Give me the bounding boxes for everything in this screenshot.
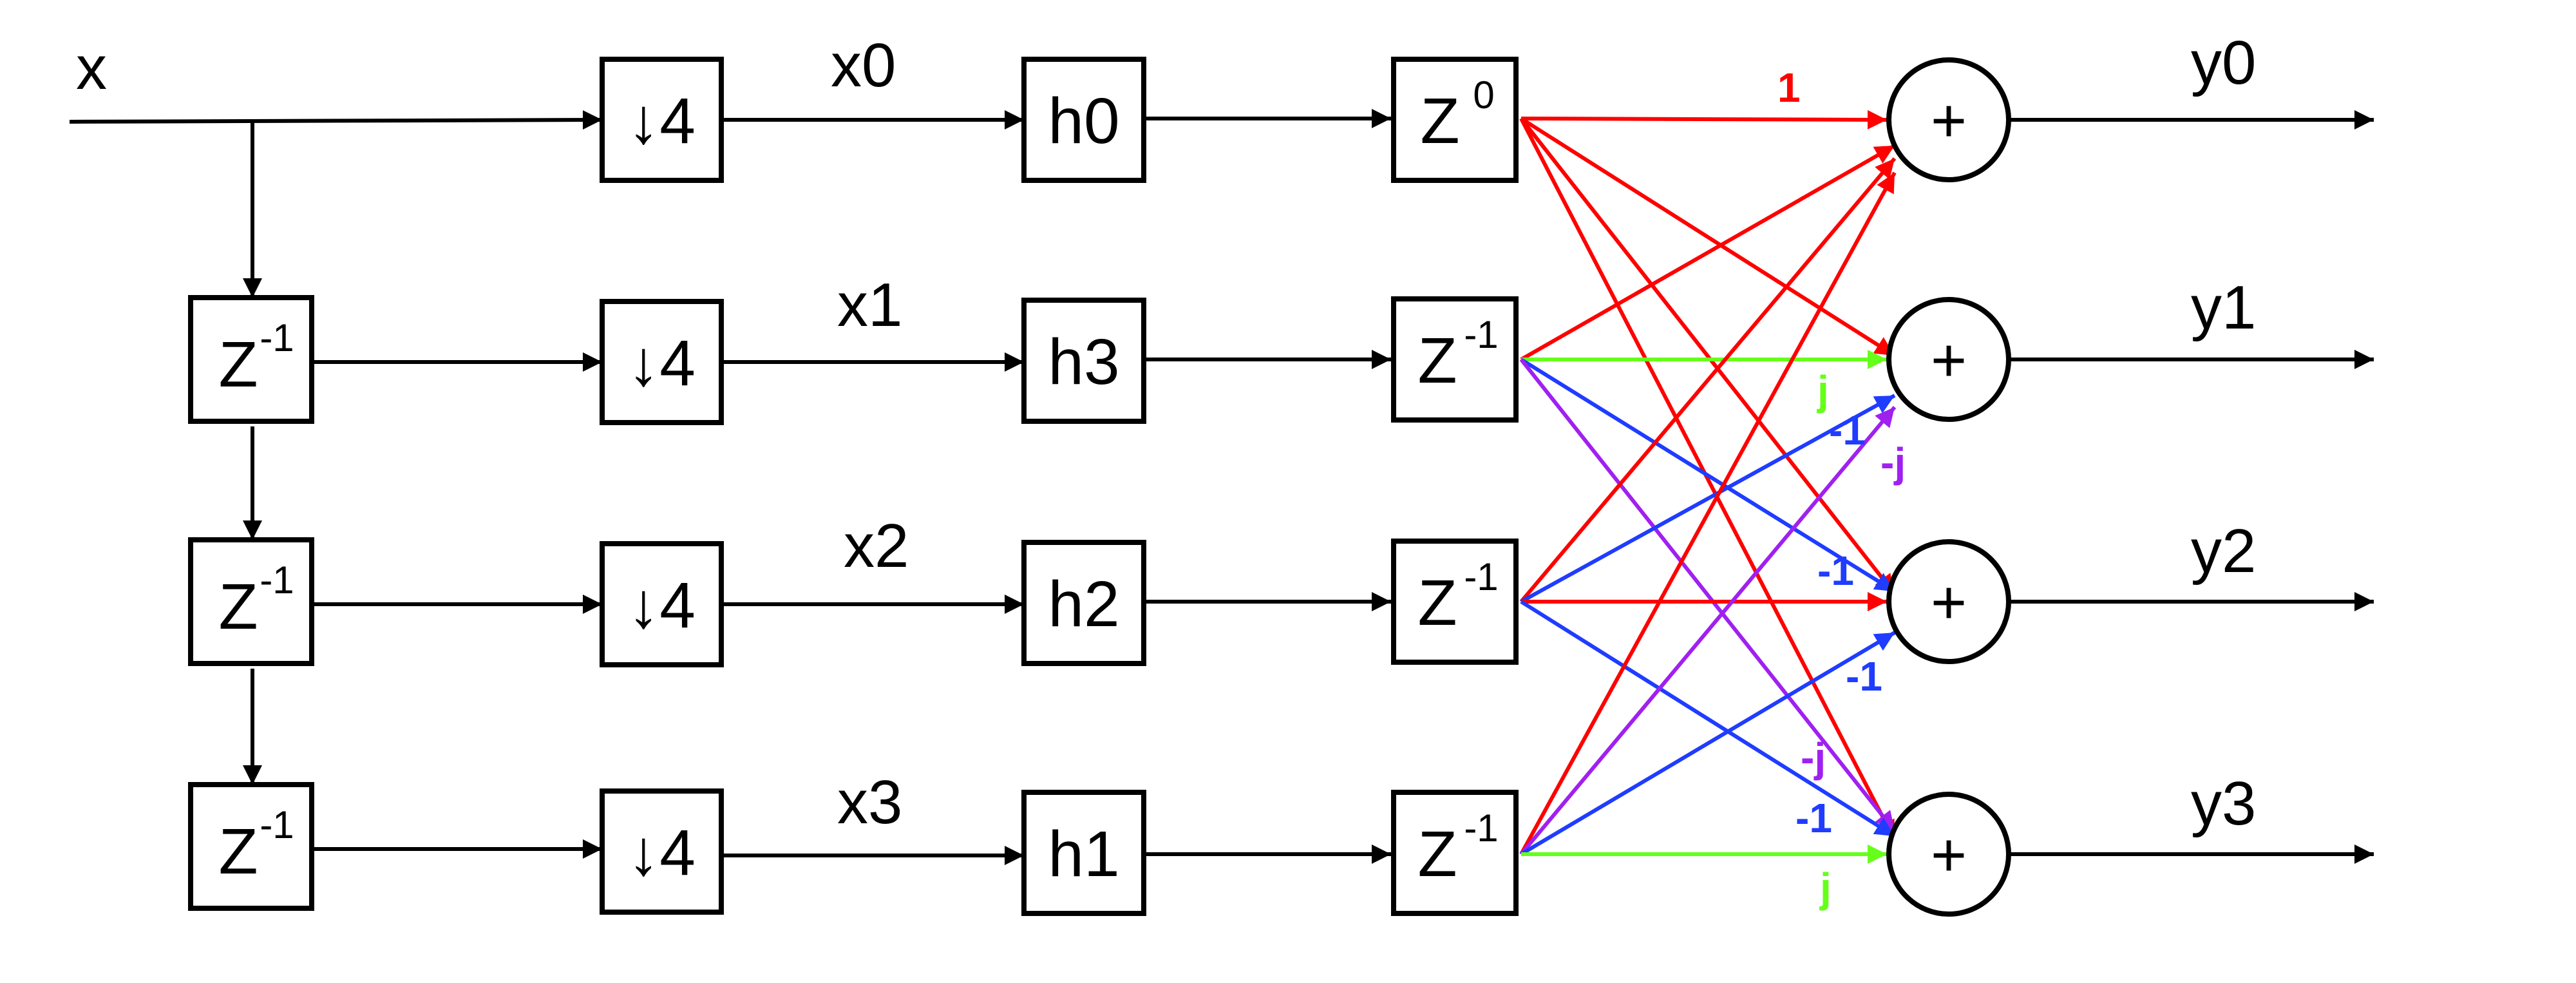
butterfly-wire-2-to-1 bbox=[1520, 394, 1896, 604]
downsampler-block-3: ↓4 bbox=[600, 788, 724, 915]
plus-icon: + bbox=[1931, 86, 1967, 155]
weight-label: -1 bbox=[1795, 795, 1832, 841]
branch-label-x2: x2 bbox=[844, 511, 909, 580]
filter-label: h2 bbox=[1048, 568, 1119, 640]
weight-label: j bbox=[1817, 367, 1829, 414]
input-delay-base: Z bbox=[218, 329, 258, 401]
svg-text:↓4: ↓4 bbox=[627, 817, 696, 889]
delay-exponent: -1 bbox=[1464, 806, 1498, 850]
weight-label: 1 bbox=[1777, 64, 1801, 111]
black-wiring bbox=[69, 109, 2374, 865]
filter-label: h0 bbox=[1048, 85, 1119, 157]
svg-text:Z: Z bbox=[218, 571, 258, 643]
weight-labels: 1 j -1 -j -1 -1 -j -1 j bbox=[1777, 64, 1906, 911]
input-delay-base: Z bbox=[218, 571, 258, 643]
down-arrow-icon: ↓ bbox=[627, 569, 659, 642]
input-delay-exponent: -1 bbox=[260, 558, 294, 602]
svg-text:↓4: ↓4 bbox=[627, 85, 696, 157]
delay-block-3: Z -1 bbox=[1391, 790, 1519, 916]
filter-block-1: h3 bbox=[1021, 298, 1146, 424]
delay-exponent: -1 bbox=[1464, 555, 1498, 598]
output-label-y3: y3 bbox=[2191, 769, 2256, 838]
input-delay-block-2: Z -1 bbox=[188, 537, 314, 666]
butterfly-wire-0-to-3 bbox=[1519, 117, 1897, 841]
output-label-y2: y2 bbox=[2191, 517, 2256, 586]
filter-label: h3 bbox=[1048, 326, 1119, 398]
output-label-y1: y1 bbox=[2191, 273, 2256, 342]
delay-exponent: 0 bbox=[1473, 73, 1494, 117]
input-line bbox=[69, 110, 603, 130]
plus-icon: + bbox=[1931, 568, 1967, 637]
branch-label-x1: x1 bbox=[837, 271, 902, 339]
plus-icon: + bbox=[1931, 326, 1967, 395]
butterfly-wire-3-to-2 bbox=[1520, 631, 1896, 856]
delay-base: Z bbox=[1417, 567, 1457, 639]
input-delay-exponent: -1 bbox=[260, 803, 294, 846]
adder-0: + bbox=[1886, 57, 2011, 182]
weight-label: j bbox=[1819, 864, 1832, 911]
butterfly-wire-0-to-2 bbox=[1519, 117, 1897, 595]
downsample-factor: 4 bbox=[659, 85, 696, 157]
plus-icon: + bbox=[1931, 821, 1967, 890]
input-delay-exponent: -1 bbox=[260, 316, 294, 359]
svg-text:Z: Z bbox=[1420, 85, 1459, 157]
butterfly-wire-1-to-0 bbox=[1520, 144, 1896, 361]
svg-text:Z: Z bbox=[218, 329, 258, 401]
down-arrow-icon: ↓ bbox=[627, 327, 659, 399]
butterfly-wire-3-to-0 bbox=[1519, 171, 1897, 855]
input-delay-block-1: Z -1 bbox=[188, 295, 314, 424]
weight-label: -1 bbox=[1817, 548, 1854, 594]
delay-block-2: Z -1 bbox=[1391, 539, 1519, 665]
svg-text:Z: Z bbox=[1417, 818, 1457, 890]
butterfly-wire-1-to-3 bbox=[1519, 358, 1897, 832]
svg-text:Z: Z bbox=[1417, 325, 1457, 397]
butterfly-wiring bbox=[1519, 110, 1897, 864]
adder-3: + bbox=[1886, 792, 2011, 917]
branch-label-x0: x0 bbox=[831, 31, 896, 100]
branch-label-x3: x3 bbox=[837, 768, 902, 837]
svg-text:Z: Z bbox=[1417, 567, 1457, 639]
delay-base: Z bbox=[1420, 85, 1459, 157]
down-arrow-icon: ↓ bbox=[627, 85, 659, 157]
input-delay-base: Z bbox=[218, 816, 258, 888]
downsampler-block-0: ↓4 bbox=[600, 57, 724, 183]
weight-label: -j bbox=[1880, 439, 1906, 486]
filter-block-0: h0 bbox=[1021, 57, 1146, 183]
filter-label: h1 bbox=[1048, 818, 1119, 890]
delay-block-1: Z -1 bbox=[1391, 296, 1519, 423]
downsampler-block-2: ↓4 bbox=[600, 541, 724, 667]
input-delay-block-3: Z -1 bbox=[188, 782, 314, 911]
output-label-y0: y0 bbox=[2191, 28, 2256, 97]
butterfly-wire-2-to-3 bbox=[1520, 600, 1896, 838]
down-arrow-icon: ↓ bbox=[627, 817, 659, 889]
butterfly-wire-0-to-1 bbox=[1520, 117, 1896, 358]
delay-exponent: -1 bbox=[1464, 313, 1498, 356]
downsample-factor: 4 bbox=[659, 569, 696, 642]
butterfly-wire-0-to-0 bbox=[1520, 110, 1888, 129]
delay-base: Z bbox=[1417, 325, 1457, 397]
delay-block-0: Z 0 bbox=[1391, 57, 1519, 183]
butterfly-wire-3-to-1 bbox=[1519, 406, 1897, 855]
input-label: x bbox=[76, 33, 107, 102]
weight-label: -j bbox=[1801, 734, 1826, 781]
filter-block-3: h1 bbox=[1021, 790, 1146, 916]
weight-label: -1 bbox=[1846, 653, 1882, 700]
adder-1: + bbox=[1886, 297, 2011, 422]
svg-text:↓4: ↓4 bbox=[627, 327, 696, 399]
butterfly-wire-2-to-0 bbox=[1519, 157, 1897, 603]
delay-base: Z bbox=[1417, 818, 1457, 890]
butterfly-wire-1-to-2 bbox=[1520, 358, 1896, 593]
svg-text:↓4: ↓4 bbox=[627, 569, 696, 642]
downsampler-block-1: ↓4 bbox=[600, 299, 724, 425]
weight-label: -1 bbox=[1829, 407, 1866, 453]
adder-2: + bbox=[1886, 539, 2011, 664]
downsample-factor: 4 bbox=[659, 817, 696, 889]
downsample-factor: 4 bbox=[659, 327, 696, 399]
svg-text:Z: Z bbox=[218, 816, 258, 888]
filter-block-2: h2 bbox=[1021, 540, 1146, 666]
